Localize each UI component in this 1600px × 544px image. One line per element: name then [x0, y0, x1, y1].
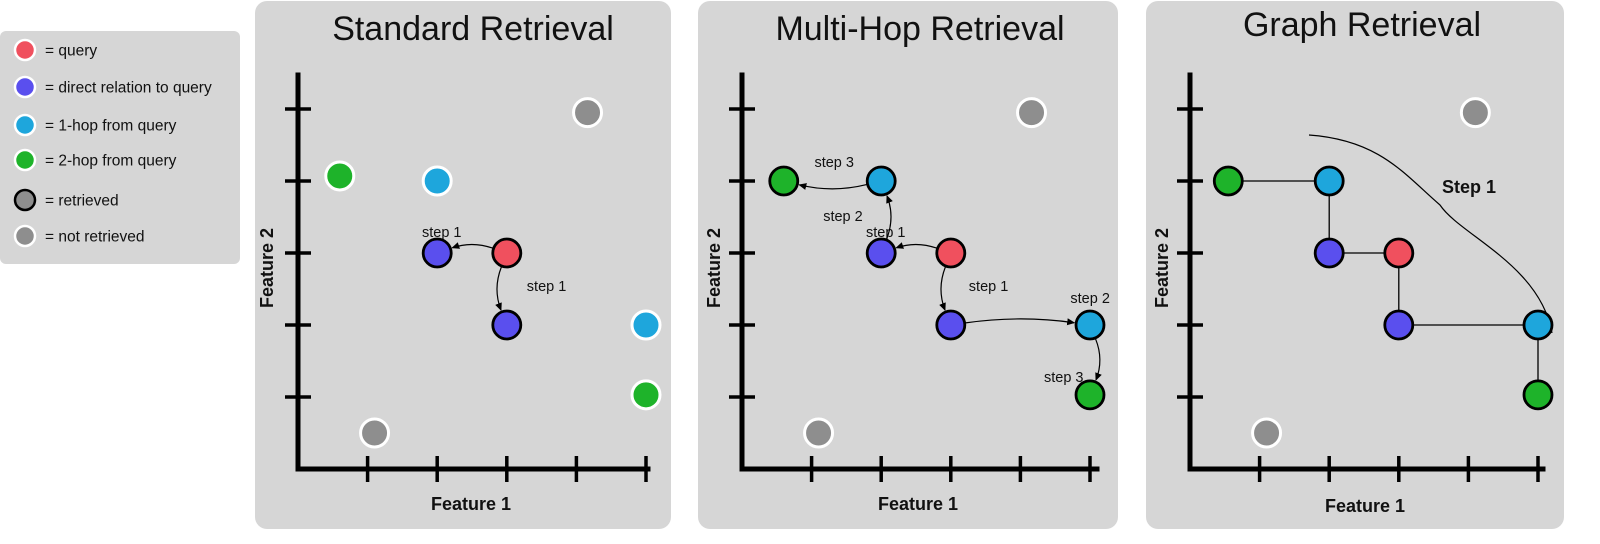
panel-graph-box [1146, 1, 1564, 529]
step-label: step 2 [823, 209, 863, 225]
node-hop2 [324, 160, 356, 192]
legend-label: = 2-hop from query [45, 153, 177, 170]
node-direct-retrieved [935, 309, 967, 341]
step-label: step 3 [814, 155, 854, 171]
panel-standard-ylabel: Feature 2 [257, 228, 277, 308]
node-direct-retrieved [421, 237, 453, 269]
panel-graph-title: Graph Retrieval [1243, 6, 1481, 44]
legend: = query = direct relation to query = 1-hop… [0, 31, 240, 264]
node-hop2-retrieved [1074, 379, 1106, 411]
node-hop1-retrieved [1313, 165, 1345, 197]
step-label: step 2 [1070, 291, 1110, 307]
node-not_retrieved [1251, 417, 1283, 449]
legend-swatch-not_retrieved [13, 224, 37, 248]
node-not_retrieved [359, 417, 391, 449]
panel-multihop-box [698, 1, 1118, 529]
panel-multihop-ylabel: Feature 2 [704, 228, 724, 308]
step-label: step 1 [969, 279, 1009, 295]
axes-graph [1187, 72, 1546, 472]
legend-label: = 1-hop from query [45, 118, 177, 135]
panel-standard-title: Standard Retrieval [332, 10, 614, 48]
node-hop1-retrieved [1522, 309, 1554, 341]
arrow-d2-to-h1b [965, 318, 1076, 326]
axes-standard [295, 72, 651, 472]
node-direct-retrieved [1313, 237, 1345, 269]
node-hop1 [630, 309, 662, 341]
panel-standard-box [255, 1, 671, 529]
node-query-retrieved [1383, 237, 1415, 269]
node-hop2-retrieved [1212, 165, 1244, 197]
node-direct-retrieved [1383, 309, 1415, 341]
legend-swatch-hop2 [13, 148, 37, 172]
step-label: step 1 [422, 225, 462, 241]
panel-graph-xlabel: Feature 1 [1325, 496, 1405, 516]
legend-label: = retrieved [45, 193, 119, 210]
node-not_retrieved [572, 97, 604, 129]
arrow-d1-to-h1a [886, 194, 893, 240]
node-hop1-retrieved [1074, 309, 1106, 341]
arrow-h1a-to-h2a [798, 183, 867, 190]
node-not_retrieved [1459, 97, 1491, 129]
node-hop2-retrieved [1522, 379, 1554, 411]
legend-swatch-hop1 [13, 113, 37, 137]
panel-multihop-title: Multi-Hop Retrieval [775, 10, 1064, 48]
step-label: step 1 [527, 279, 567, 295]
node-direct-retrieved [865, 237, 897, 269]
arrow-q-to-d1 [895, 242, 937, 249]
arrow-q-to-d2 [939, 266, 946, 312]
step-1-label: Step 1 [1442, 177, 1496, 197]
arrow-q-to-d1 [451, 242, 493, 249]
legend-swatch-direct [13, 75, 37, 99]
panel-graph: Graph Retrieval Step 1 Feature 1 Feature… [1146, 1, 1564, 529]
arrow-q-to-d2 [495, 266, 502, 312]
step-1-brace [1308, 134, 1553, 334]
step-label: step 1 [866, 225, 906, 241]
node-hop2 [630, 379, 662, 411]
panel-standard: Standard Retrieval step 1 step 1 Feature … [255, 1, 671, 529]
node-query-retrieved [491, 237, 523, 269]
legend-label: = query [45, 43, 97, 60]
panel-standard-xlabel: Feature 1 [431, 494, 511, 514]
legend-box [0, 31, 240, 264]
legend-swatch-query [13, 38, 37, 62]
node-not_retrieved [1016, 97, 1048, 129]
panel-graph-ylabel: Feature 2 [1152, 228, 1172, 308]
panel-multihop-xlabel: Feature 1 [878, 494, 958, 514]
legend-label: = not retrieved [45, 229, 145, 246]
legend-label: = direct relation to query [45, 80, 212, 97]
node-query-retrieved [935, 237, 967, 269]
node-hop1-retrieved [865, 165, 897, 197]
node-hop2-retrieved [768, 165, 800, 197]
arrow-h1b-to-h2b [1095, 338, 1102, 381]
node-direct-retrieved [491, 309, 523, 341]
node-hop1 [421, 165, 453, 197]
node-not_retrieved [803, 417, 835, 449]
step-label: step 3 [1044, 370, 1084, 386]
axes-multihop [739, 72, 1100, 472]
legend-swatch-not_retrieved-retrieved [13, 188, 37, 212]
